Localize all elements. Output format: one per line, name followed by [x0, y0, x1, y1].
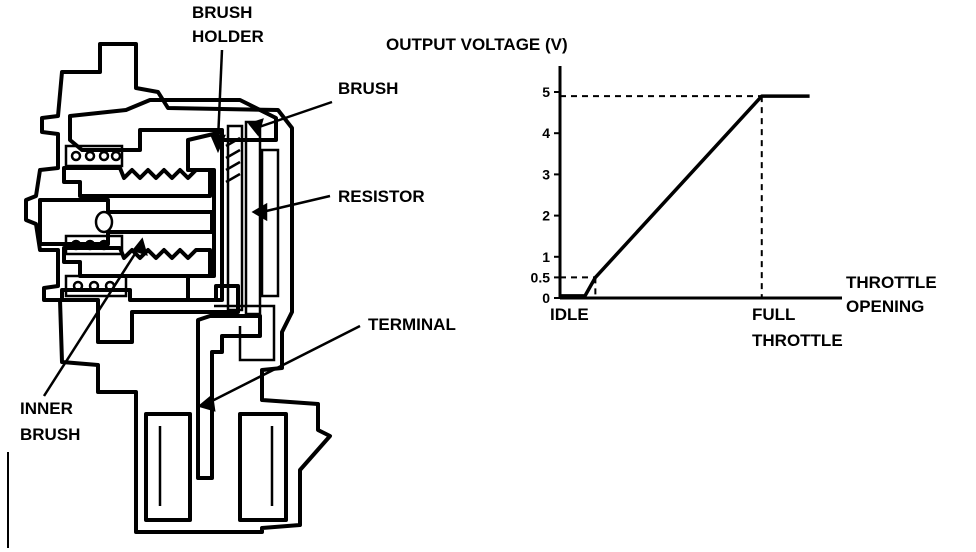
terminal-lead	[196, 314, 262, 480]
connector-cavity-left	[144, 412, 192, 522]
connector-pin-slot	[158, 426, 274, 506]
inner-brush-leader	[42, 245, 142, 397]
y-tick-label: 3	[542, 166, 550, 182]
terminal-arrowhead	[197, 393, 216, 412]
y-tick-label: 0	[542, 290, 550, 306]
x-axis-label-2: OPENING	[846, 297, 924, 316]
y-tick-label: 4	[542, 125, 550, 141]
y-tick-label: 0.5	[531, 269, 551, 285]
voltage-chart: OUTPUT VOLTAGE (V) 5 4 3 2 1 0.5 0 THROTTLE OP…	[386, 35, 937, 350]
lower-rotor	[62, 246, 212, 278]
brush-leader	[255, 100, 333, 130]
sensor-housing	[24, 42, 332, 534]
y-tick-label: 5	[542, 84, 550, 100]
y-tick-label: 2	[542, 208, 550, 224]
resistor-plate	[244, 120, 262, 316]
brush-arrowhead	[247, 118, 264, 137]
brush-spring	[225, 136, 241, 184]
brush-holder-label-2: HOLDER	[192, 27, 264, 46]
x-axis-label-1: THROTTLE	[846, 273, 937, 292]
resistor-arrowhead	[251, 202, 268, 222]
resistor-label: RESISTOR	[338, 187, 425, 206]
inner-brush-label-2: BRUSH	[20, 425, 80, 444]
terminal-bracket	[214, 304, 276, 362]
lower-spring-2	[64, 274, 128, 298]
x-tick-full-1: FULL	[752, 305, 795, 324]
lower-chamber	[60, 284, 240, 344]
y-tick-label: 1	[542, 249, 550, 265]
voltage-curve	[560, 94, 810, 298]
upper-rotor	[62, 166, 212, 198]
y-axis-label: OUTPUT VOLTAGE (V)	[386, 35, 568, 54]
brush-plate	[226, 124, 244, 312]
x-tick-full-2: THROTTLE	[752, 331, 843, 350]
terminal-label: TERMINAL	[368, 315, 456, 334]
inner-brush-arrowhead	[131, 237, 148, 256]
reference-lines	[560, 95, 763, 298]
resistor-leader	[261, 194, 331, 214]
leader-lines	[42, 49, 361, 412]
brush-holder-arrowhead	[210, 134, 226, 154]
brush-label: BRUSH	[338, 79, 398, 98]
brush-holder-label-1: BRUSH	[192, 3, 252, 22]
x-tick-idle: IDLE	[550, 305, 589, 324]
brush-holder	[186, 130, 224, 302]
brush-holder-leader	[216, 49, 224, 141]
resistor-element	[260, 148, 280, 298]
lower-spring	[64, 234, 124, 256]
y-ticks: 5 4 3 2 1 0.5 0	[531, 84, 560, 306]
inner-brush-label-1: INNER	[20, 399, 73, 418]
terminal-leader	[205, 324, 361, 406]
connector-cavity-right	[238, 412, 288, 522]
